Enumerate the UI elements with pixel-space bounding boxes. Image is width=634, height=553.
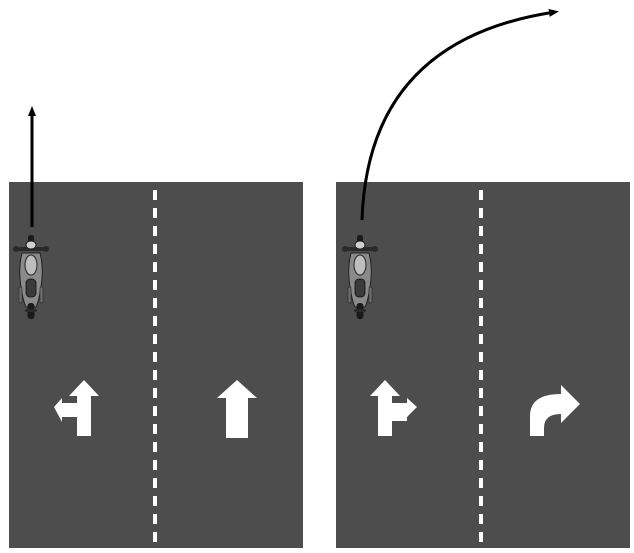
road-surface — [336, 182, 630, 548]
right-turn-path-arrow — [360, 8, 559, 221]
road-surface — [9, 182, 303, 548]
right-panel — [336, 8, 630, 548]
left-panel — [9, 106, 303, 548]
